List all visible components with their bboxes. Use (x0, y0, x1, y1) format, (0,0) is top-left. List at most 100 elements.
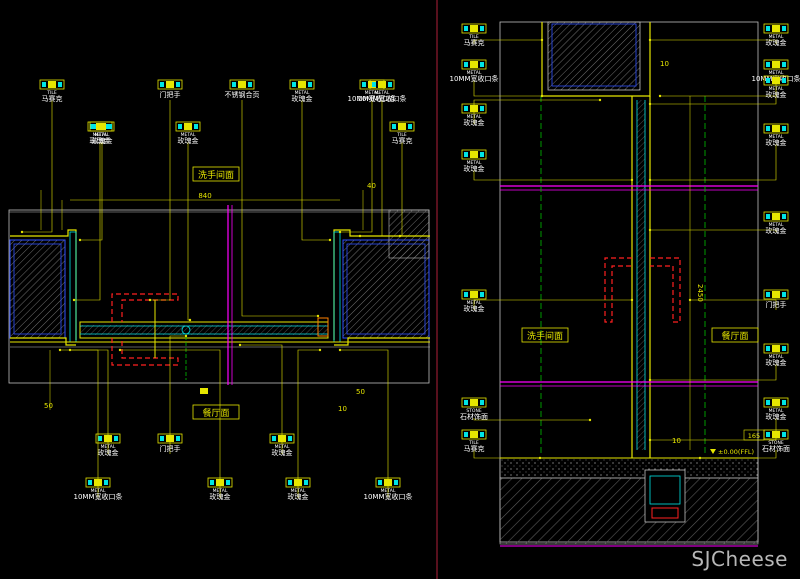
left-bottom-callout-2-code: METAL (275, 444, 290, 450)
dim-10-right-top: 10 (660, 60, 669, 68)
right-section-view: 洗手间面 餐厅面 2450 10 10 165 ±0.00(FFL) TILE马… (450, 21, 800, 547)
right-right-callout-7-label: 玫瑰金 (766, 412, 787, 421)
left-top-callout-9-label: 玫瑰金 (92, 136, 113, 145)
left-top-callout-8-label: 马赛克 (392, 136, 413, 145)
left-bottom-callout-0-label: 玫瑰金 (98, 448, 119, 457)
right-left-callout-1-code: METAL (467, 70, 482, 76)
floor-layer (499, 457, 759, 479)
right-right-callout-2-label: 玫瑰金 (766, 90, 787, 99)
left-plan-view: 洗手间面 餐厅面 840 40 50 50 10 TILE马赛克METAL10M… (8, 79, 430, 501)
left-top-callout-2-label: 玫瑰金 (90, 136, 111, 145)
left-bottom-callout-6-label: 10MM宽收口条 (74, 492, 123, 501)
right-right-callout-3-label: 玫瑰金 (766, 138, 787, 147)
left-top-callout-7-code: METAL (181, 132, 196, 138)
room-label-washroom-left: 洗手间面 (198, 169, 234, 181)
left-top-callout-1-code: METAL (365, 90, 380, 96)
right-left-callout-1-label: 10MM宽收口条 (450, 74, 499, 83)
left-bottom-callout-5-code: METAL (291, 488, 306, 494)
left-bottom-callout-3-code: METAL (381, 488, 396, 494)
right-right-callout-3-code: METAL (769, 134, 784, 140)
right-right-callout-4-code: METAL (769, 222, 784, 228)
right-callouts-right: METAL玫瑰金METAL10MM宽收口条METAL玫瑰金METAL玫瑰金MET… (648, 23, 800, 460)
handle-right (650, 257, 681, 323)
dim-50-left: 50 (44, 402, 53, 410)
right-right-callout-6-label: 玫瑰金 (766, 358, 787, 367)
right-left-callout-5-code: STONE (466, 408, 482, 414)
left-top-callout-4: 不锈钢合页 (225, 79, 320, 318)
left-top-callout-2-code: METAL (93, 132, 108, 138)
left-bottom-callout-5-label: 玫瑰金 (288, 492, 309, 501)
slab (499, 477, 759, 545)
handle-bottom (111, 338, 179, 366)
left-top-callout-5-code: METAL (295, 90, 310, 96)
right-callouts-left: TILE马赛克METAL10MM宽收口条METAL玫瑰金METAL玫瑰金META… (450, 23, 634, 460)
left-top-callout-3-label: 门把手 (160, 90, 181, 99)
left-top-callout-0-code: TILE (46, 90, 57, 96)
right-left-callout-5-label: 石材饰面 (460, 412, 488, 421)
left-bottom-callout-2-label: 玫瑰金 (272, 448, 293, 457)
right-left-callout-0-code: TILE (468, 34, 479, 40)
left-bottom-callout-0-code: METAL (101, 444, 116, 450)
room-label-dining-left: 餐厅面 (202, 407, 229, 419)
left-bottom-callout-4-code: METAL (213, 488, 228, 494)
left-top-callout-6-label: 10MM宽收口条 (358, 94, 407, 103)
left-bottom-callout-3-label: 10MM宽收口条 (364, 492, 413, 501)
left-top-callout-1-label: 10MM宽收口条 (348, 94, 397, 103)
room-label-dining-right: 餐厅面 (721, 330, 748, 342)
dim-165: 165 (748, 432, 760, 440)
right-right-callout-5: 门把手 (688, 289, 789, 310)
left-bottom-callout-1: 门把手 (157, 334, 188, 454)
right-left-callout-3-code: METAL (467, 160, 482, 166)
left-top-callout-8-code: TILE (396, 132, 407, 138)
right-right-callout-0-code: METAL (769, 34, 784, 40)
right-right-callout-5-label: 门把手 (766, 300, 787, 309)
right-right-callout-4-label: 玫瑰金 (766, 226, 787, 235)
watermark: SJCheese (691, 547, 788, 571)
right-right-callout-8-label: 石材饰面 (762, 444, 790, 453)
left-top-callout-3: 门把手 (148, 79, 183, 302)
ceiling-block (547, 21, 641, 91)
dim-50-right: 50 (356, 388, 365, 396)
right-right-callout-8-code: STONE (768, 440, 784, 446)
right-right-callout-1-code: METAL (769, 70, 784, 76)
floor-level-mark: ±0.00(FFL) (718, 448, 754, 456)
right-left-callout-6-code: TILE (468, 440, 479, 446)
left-top-callout-7-label: 玫瑰金 (178, 136, 199, 145)
dim-2450: 2450 (696, 284, 704, 302)
left-top-callout-5-label: 玫瑰金 (292, 94, 313, 103)
right-left-callout-2-code: METAL (467, 114, 482, 120)
right-left-callout-3-label: 玫瑰金 (464, 164, 485, 173)
dim-840: 840 (198, 192, 211, 200)
handle-top (111, 293, 179, 322)
left-bottom-callout-4-label: 玫瑰金 (210, 492, 231, 501)
right-right-callout-6-code: METAL (769, 354, 784, 360)
left-wall (9, 239, 66, 339)
handle-left (604, 257, 632, 323)
left-bottom-callout-1-label: 门把手 (160, 444, 181, 453)
right-left-callout-4-label: 玫瑰金 (464, 304, 485, 313)
left-bottom-callout-6-code: METAL (91, 488, 106, 494)
